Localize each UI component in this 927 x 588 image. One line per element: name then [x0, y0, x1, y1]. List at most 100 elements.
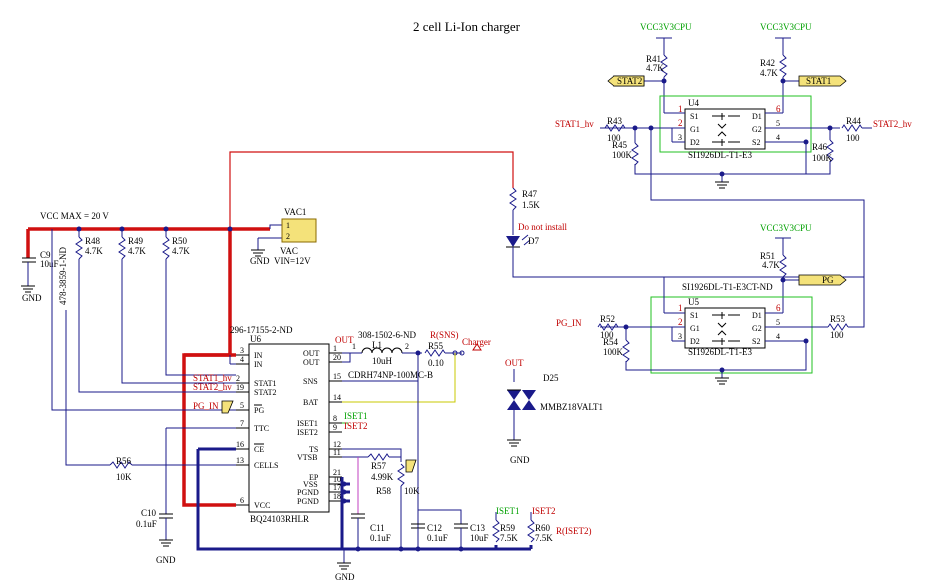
vcc3v3-label-3: VCC3V3CPU: [760, 223, 812, 233]
r51-ref: R51: [760, 251, 775, 261]
u6-pgnd1: PGND: [297, 488, 319, 497]
c12-value: 0.1uF: [427, 533, 448, 543]
r51: [779, 254, 787, 278]
junction: [780, 78, 786, 84]
junction: [632, 125, 638, 131]
u5-body: [684, 307, 766, 349]
gnd-symbol: [21, 285, 35, 293]
r47-ref: R47: [522, 189, 538, 199]
ttc-wire: [165, 427, 236, 514]
r47-value: 1.5K: [522, 200, 540, 210]
l1-pin-1: 1: [352, 342, 356, 351]
r55-ref: R55: [428, 341, 444, 351]
net-r-iset2: R(ISET2): [556, 526, 592, 536]
d25-diode-icon: [507, 390, 521, 400]
vac1-pin1-wire: [269, 224, 282, 229]
u6-sns: SNS: [303, 377, 318, 386]
r54-ref: R54: [603, 337, 619, 347]
junction: [661, 78, 667, 84]
junction: [719, 171, 725, 177]
c13-symbol: [454, 523, 468, 529]
vcc3v3-rail-2: [775, 37, 791, 55]
cells-wire: [65, 310, 110, 466]
u6-pin3-num: 3: [240, 346, 244, 355]
u6-in1: IN: [254, 351, 263, 360]
vac1-pin1: 1: [286, 221, 290, 230]
u6-pin16-num: 16: [236, 440, 244, 449]
u4-pin6: 6: [776, 104, 781, 114]
u4-s2: S2: [752, 138, 760, 147]
terminal-node: [459, 350, 465, 356]
d25-ref: D25: [543, 373, 559, 383]
u4-g2: G2: [752, 125, 762, 134]
u4-pin1: 1: [678, 104, 683, 114]
r54: [622, 339, 630, 363]
r57-value: 4.99K: [371, 472, 394, 482]
out-wire: [342, 352, 358, 363]
r57: [367, 453, 390, 461]
r52-value: 100: [600, 330, 614, 340]
l1-value: 10uH: [372, 356, 393, 366]
u6-pin18-num: 18: [333, 492, 341, 501]
net-pg: PG: [822, 275, 834, 285]
r57-ref: R57: [371, 461, 387, 471]
r44-ref: R44: [846, 116, 862, 126]
d7-to-u4-wire: [512, 128, 865, 278]
net-iset2-r60: ISET2: [532, 506, 556, 516]
c10-symbol: [159, 513, 173, 519]
u6-left-pins: [236, 354, 249, 506]
r49-ref: R49: [128, 236, 144, 246]
r56-value: 10K: [116, 472, 132, 482]
r43-ref: R43: [607, 116, 623, 126]
u5-d2: D2: [690, 337, 700, 346]
u5-gnd-return: [625, 341, 807, 371]
r43: [604, 124, 626, 132]
u4-outline: [659, 95, 812, 153]
u6-pin14-num: 14: [333, 393, 341, 402]
u6-pin6-num: 6: [240, 496, 244, 505]
r55: [424, 349, 446, 357]
d25-value: MMBZ18VALT1: [540, 402, 603, 412]
gnd-label: GND: [156, 555, 176, 565]
vcc3v3-rail-3: [775, 237, 791, 255]
c10-value: 0.1uF: [136, 519, 157, 529]
r41: [660, 54, 668, 78]
u5-part: SI1926DL-T1-E3CT-ND: [682, 282, 773, 292]
u6-pin17-num: 17: [333, 483, 341, 492]
d25-diode-icon: [522, 400, 536, 410]
u6-pin2-num: 2: [236, 374, 240, 383]
r55-value: 0.10: [428, 358, 444, 368]
u6-pgnd2: PGND: [297, 497, 319, 506]
vcc3v3-label-1: VCC3V3CPU: [640, 22, 692, 32]
c13-value: 10uF: [470, 533, 489, 543]
r56-ref: R56: [116, 456, 132, 466]
u6-pin12-num: 12: [333, 440, 341, 449]
u6-pin11-num: 11: [333, 448, 341, 457]
u6-pin7-num: 7: [240, 419, 244, 428]
junction: [415, 546, 421, 552]
u6-pg: PG: [254, 406, 264, 415]
u6-pin19-num: 19: [236, 383, 244, 392]
gnd-symbol: [337, 562, 351, 570]
u6-iset2: ISET2: [297, 428, 318, 437]
r50-ref: R50: [172, 236, 188, 246]
u5-mosfet-icon: [712, 312, 740, 345]
u6-pin9-num: 9: [333, 423, 337, 432]
u5-s1: S1: [690, 311, 698, 320]
junction: [227, 226, 233, 232]
r46-wire: [806, 161, 831, 175]
u5-source-wires: [671, 327, 806, 342]
r45-ref: R45: [612, 140, 628, 150]
u4-pin3: 3: [678, 133, 682, 142]
u6-stat2: STAT2: [254, 388, 276, 397]
net-stat2: STAT2: [617, 76, 642, 86]
u5-pin5: 5: [776, 318, 780, 327]
u4-ref: U4: [688, 98, 699, 108]
net-stat1-hv: STAT1_hv: [193, 373, 232, 383]
u6-right-pins: [329, 352, 342, 502]
ts-wire: [342, 448, 402, 462]
u4-pin5: 5: [776, 119, 780, 128]
u6-stat1: STAT1: [254, 379, 276, 388]
